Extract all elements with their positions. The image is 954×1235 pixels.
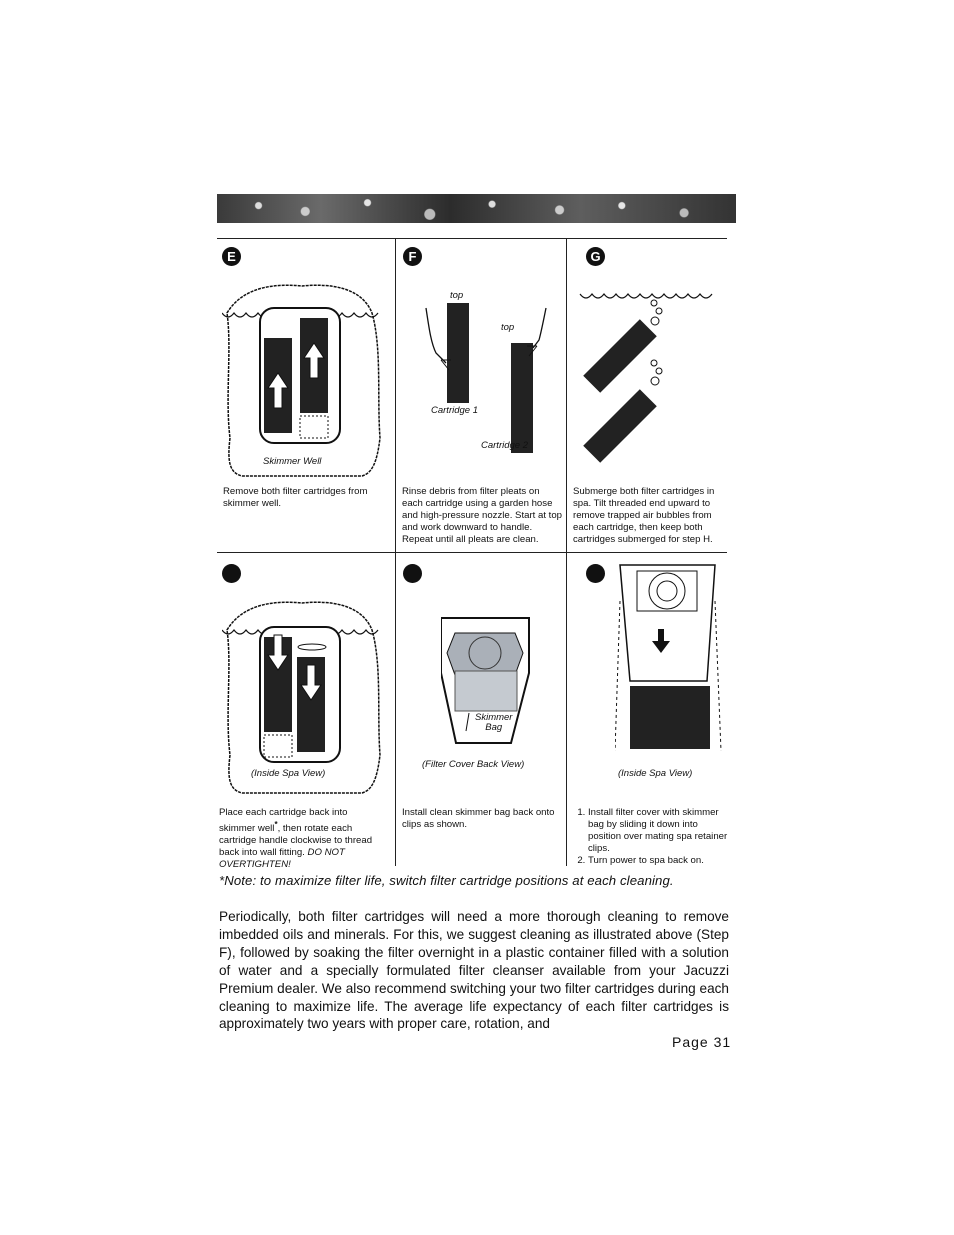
step-badge-h — [222, 564, 241, 583]
step-badge-e: E — [222, 247, 241, 266]
step-j-list: Install filter cover with skimmer bag by… — [571, 807, 731, 867]
step-g-caption: Submerge both filter cartridges in spa. … — [573, 486, 715, 545]
step-h-asterisk: * — [274, 820, 278, 829]
step-j-item-1: Install filter cover with skimmer bag by… — [588, 807, 731, 855]
skimmer-bag-label-line1: Skimmer — [475, 712, 513, 723]
hose-rinse-illustration — [425, 303, 547, 453]
column-divider-2 — [566, 238, 567, 866]
skimmer-bag-label-line2: Bag — [485, 722, 503, 733]
filter-cover-back-illustration — [441, 617, 530, 744]
column-divider-1 — [395, 238, 396, 866]
install-filter-cover-illustration — [615, 564, 722, 752]
skimmer-well-label: Skimmer Well — [263, 456, 322, 467]
step-i-caption: Install clean skimmer bag back onto clip… — [402, 807, 555, 830]
cleaning-paragraph: Periodically, both filter cartridges wil… — [219, 909, 729, 1032]
panel-f: F top top Cartridge 1 Cartridge 2 Rinse … — [396, 238, 566, 552]
step-f-caption: Rinse debris from filter pleats on each … — [402, 486, 562, 545]
panel-j: (Inside Spa View) Install filter cover w… — [567, 553, 727, 866]
reinstall-cartridges-illustration — [222, 601, 381, 794]
maintenance-note: *Note: to maximize filter life, switch f… — [219, 873, 674, 888]
cartridge-2-top-label: top — [501, 322, 515, 333]
page-number: Page 31 — [672, 1034, 732, 1050]
step-h-warning: DO NOT OVERTIGHTEN! — [219, 847, 345, 871]
step-e-caption: Remove both filter cartridges from skimm… — [223, 486, 368, 509]
cartridge-1-top-label: top — [450, 290, 464, 301]
step-j-item-2: Turn power to spa back on. — [588, 855, 731, 867]
step-badge-f: F — [403, 247, 422, 266]
top-rule — [217, 238, 727, 239]
cartridge-2-label: Cartridge 2 — [481, 440, 528, 451]
panel-h: (Inside Spa View) Place each cartridge b… — [217, 553, 395, 870]
cartridge-1-label: Cartridge 1 — [431, 405, 478, 416]
inside-spa-view-label-h: (Inside Spa View) — [251, 768, 326, 779]
skimmer-well-removal-illustration — [222, 284, 381, 477]
step-h-caption-main: Place each cartridge back into skimmer w… — [219, 807, 348, 835]
step-badge-g: G — [586, 247, 605, 266]
instruction-grid: E Skimmer Well Remove both filter cartri… — [217, 238, 727, 870]
panel-g: G Submerge both filter cartridges in spa… — [567, 238, 727, 552]
filter-cover-back-view-label: (Filter Cover Back View) — [422, 759, 525, 770]
step-badge-j — [586, 564, 605, 583]
panel-e: E Skimmer Well Remove both filter cartri… — [217, 238, 395, 552]
bubbles-banner — [217, 194, 736, 223]
submerge-cartridges-illustration — [579, 293, 713, 463]
middle-rule — [217, 552, 727, 553]
inside-spa-view-label-j: (Inside Spa View) — [618, 768, 693, 779]
step-h-caption: Place each cartridge back into skimmer w… — [219, 807, 374, 871]
step-badge-i — [403, 564, 422, 583]
step-h-caption-rest: , then rotate each cartridge handle cloc… — [219, 823, 373, 859]
